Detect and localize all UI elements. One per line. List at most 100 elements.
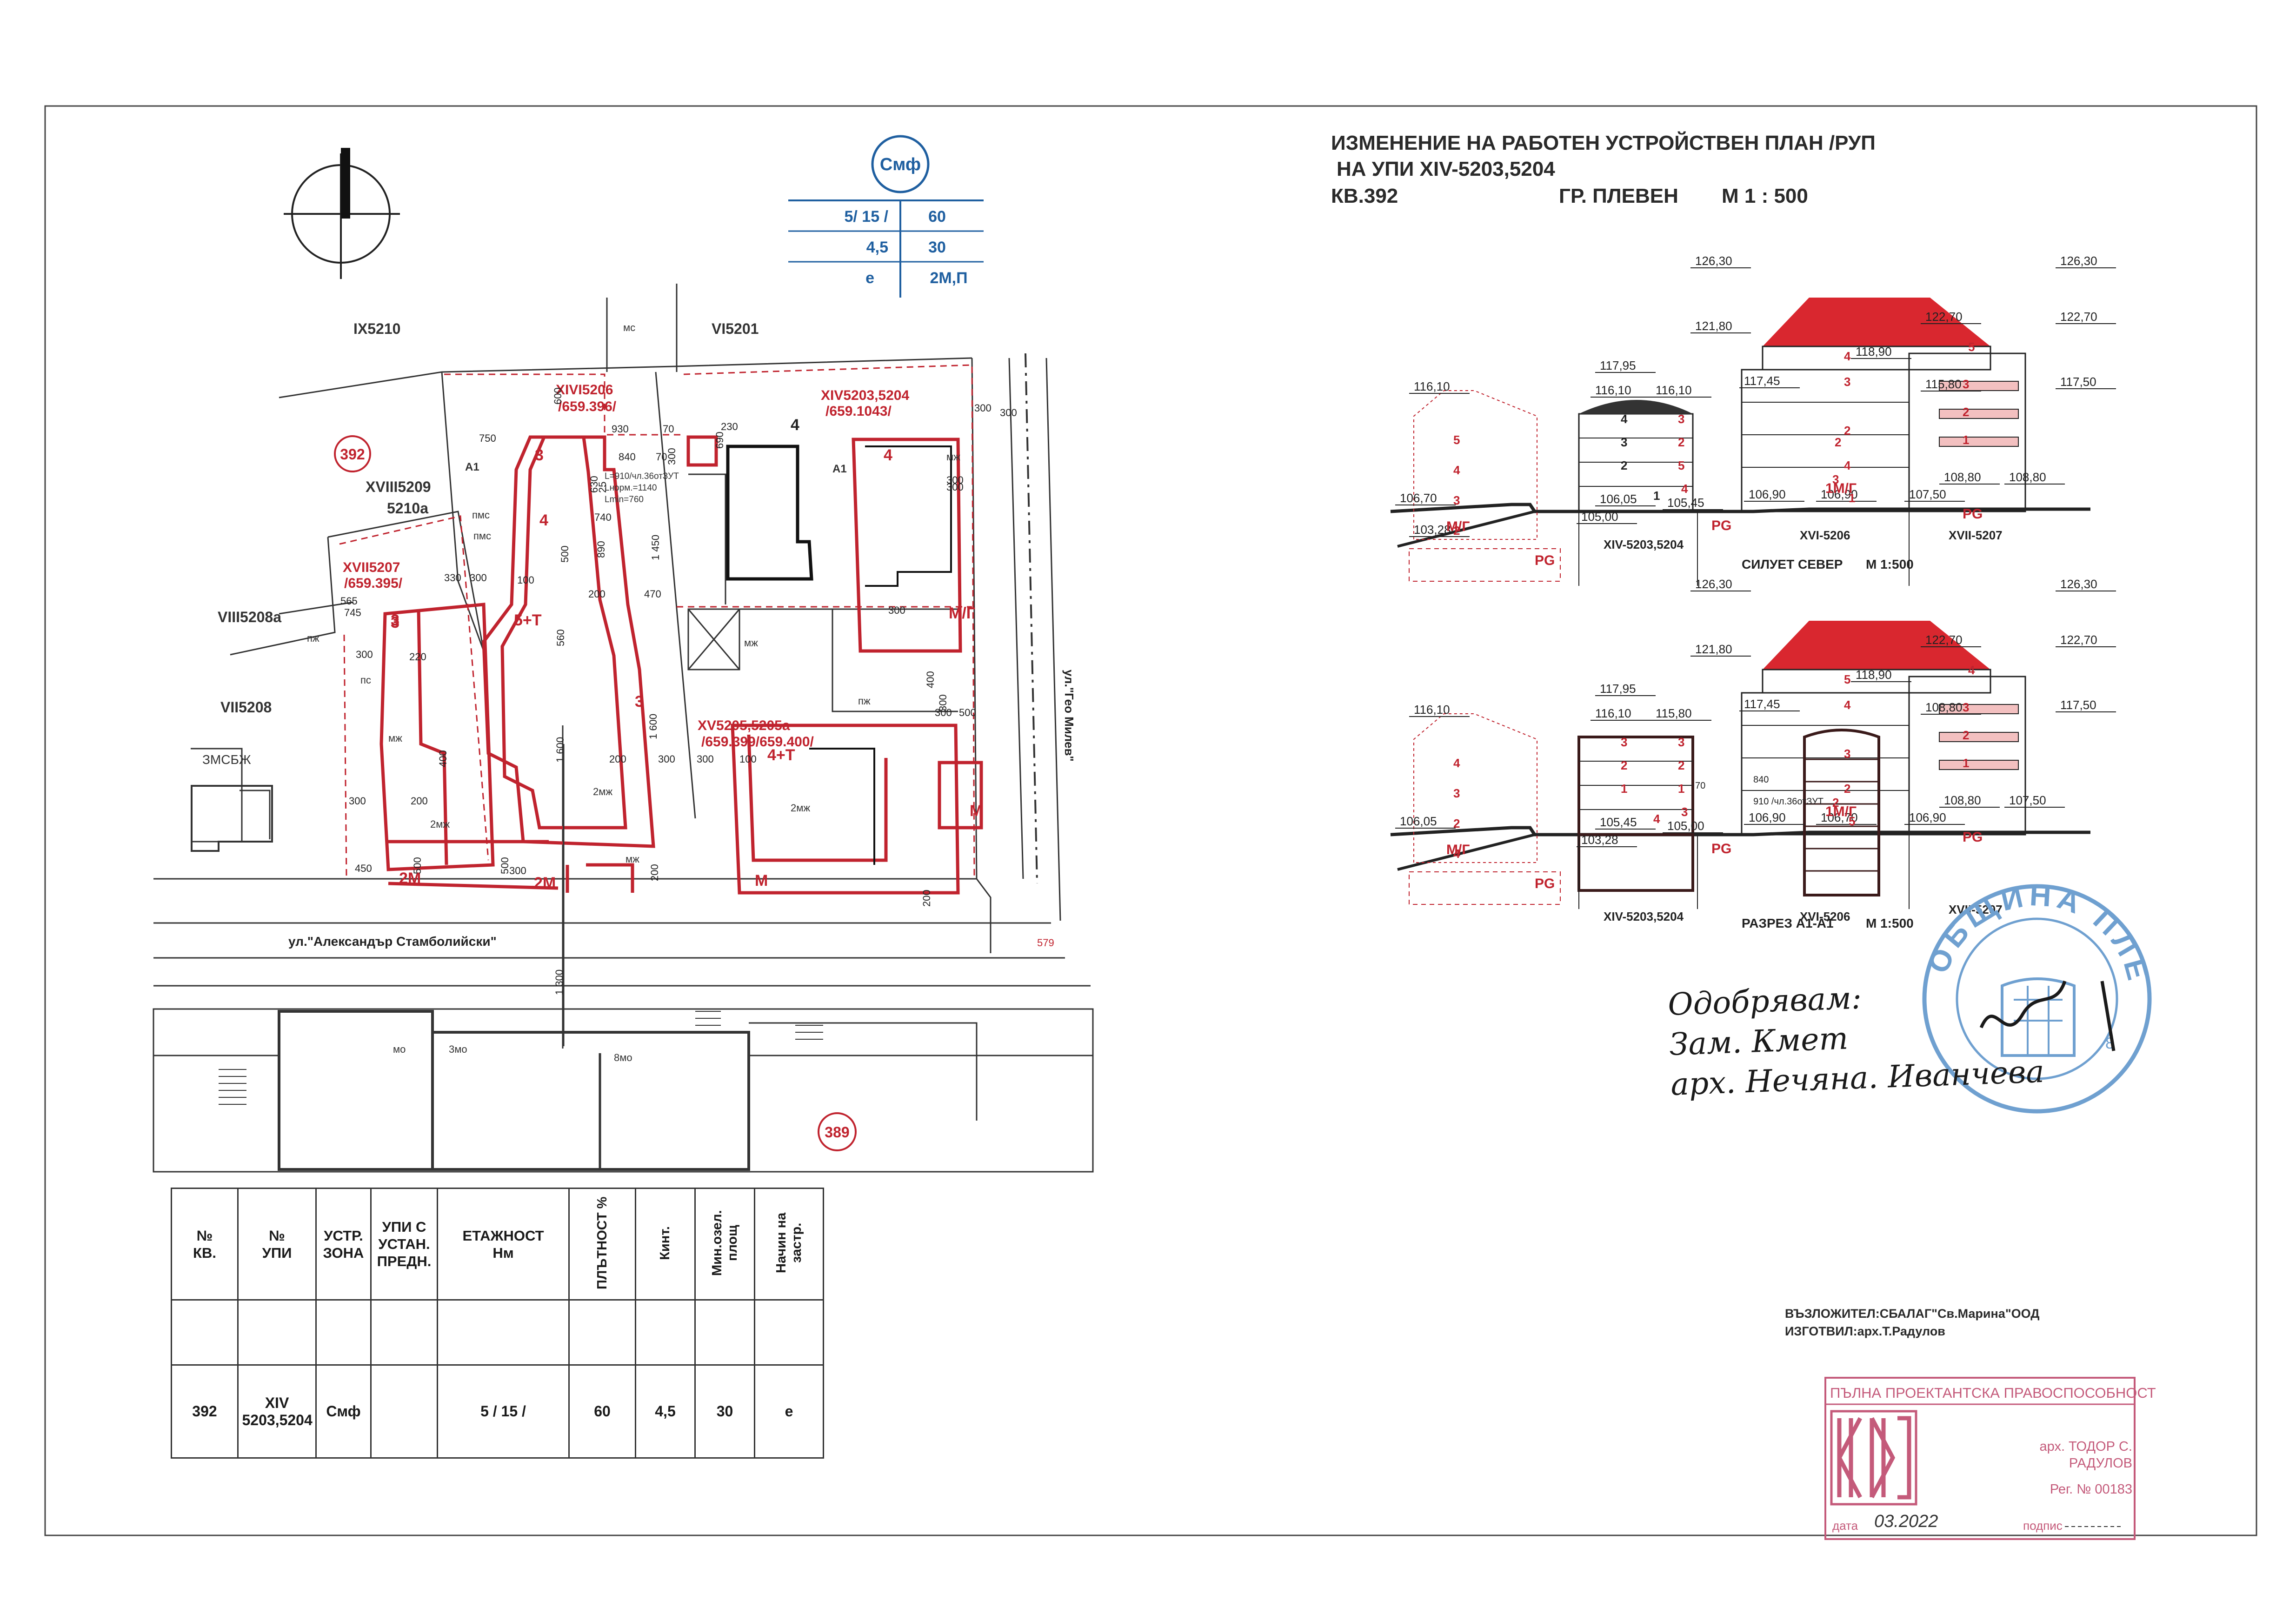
elevation-label: 116,10 <box>1656 383 1692 397</box>
floor-number: 4 <box>1844 458 1851 472</box>
plan-mark: пмс <box>473 530 491 542</box>
elevation-label: 116,10 <box>1595 706 1631 720</box>
zone-tag: 1М/Г <box>1825 804 1857 819</box>
zone-legend-zone: Смф <box>880 155 921 174</box>
elevation-label: 105,00 <box>1581 510 1618 524</box>
plan-note: L=910/чл.36отЗУТ <box>605 471 679 481</box>
elevation-label: 106,70 <box>1400 491 1437 505</box>
floor-label: 3 <box>635 693 644 710</box>
floor-number: 3 <box>1621 735 1627 749</box>
title-line-3: КВ.392 ГР. ПЛЕВЕН М 1 : 500 <box>1331 182 1889 210</box>
zone-legend-cell: 2М,П <box>930 269 967 287</box>
floor-number: 3 <box>1678 735 1684 749</box>
dimension-label: 300 <box>666 448 678 465</box>
table-cell: XIV 5203,5204 <box>242 1394 313 1428</box>
table-cell: 392 <box>171 1364 239 1459</box>
elevation-label: 105,45 <box>1667 496 1704 510</box>
elevation-label: 126,30 <box>1695 577 1732 591</box>
floor-number: 4 <box>1968 663 1975 677</box>
elevation-label: 107,50 <box>1909 487 1946 501</box>
zone-legend-circle <box>871 135 930 193</box>
dimension-label: 200 <box>649 864 660 881</box>
elevation-label: 106,90 <box>1749 810 1786 824</box>
parcel-label: XVI-5206 <box>1800 910 1850 923</box>
title-line-2: НА УПИ XIV-5203,5204 <box>1337 158 1555 180</box>
parcel-label: 5210а <box>387 500 428 517</box>
stamp-reg: Рег. № 00183 <box>2050 1482 2132 1497</box>
elevation-label: 106,70 <box>1821 810 1858 824</box>
plan-mark: 8мо <box>614 1052 632 1063</box>
floor-label: М <box>970 802 983 820</box>
elevation-label: 103,28 <box>1414 523 1451 537</box>
elevation-label: 108,80 <box>2009 470 2046 484</box>
elevation-label: 106,90 <box>1909 810 1946 824</box>
dimension-label: 300 <box>470 572 487 584</box>
block-number-392: 392 <box>334 435 371 472</box>
table-header: УСТР. ЗОНА <box>323 1227 364 1261</box>
elevation-label: 106,05 <box>1600 492 1637 506</box>
floor-number: 4 <box>1453 463 1460 477</box>
section-dimension: 70 <box>1695 781 1705 791</box>
dimension-label: 200 <box>921 890 932 907</box>
site-plan: IX5210 VI5201 XVIII5209 5210а VIII5208а … <box>153 284 1091 1151</box>
floor-number: 2 <box>1844 424 1850 438</box>
zone-tag: М/Г <box>1446 519 1470 534</box>
floor-number: 3 <box>1844 747 1850 761</box>
dimension-label: 300 <box>946 481 964 493</box>
table-header: Кинт. <box>658 1226 672 1260</box>
plan-mark: пж <box>858 695 871 707</box>
zone-tag: М/Г <box>1446 842 1470 857</box>
section-dimension: 910 /чл.36отЗУТ <box>1753 797 1823 807</box>
parcel-label: XIVI5206 <box>556 382 613 398</box>
floor-label: 3 <box>391 611 399 629</box>
elevation-label: 122,70 <box>2060 310 2097 324</box>
floor-number: 5 <box>1968 340 1975 354</box>
author: ИЗГОТВИЛ:арх.Т.Радулов <box>1785 1324 1945 1338</box>
dimension-label: 100 <box>739 753 757 765</box>
parcel-label: /659.1043/ <box>825 404 892 419</box>
floor-number: 4 <box>1844 698 1851 712</box>
stamp-date: 03.2022 <box>1874 1512 1938 1531</box>
zone-tag: PG <box>1711 841 1731 856</box>
zone-tag: 1М/Г <box>1825 481 1857 496</box>
designer-stamp: ПЪЛНА ПРОЕКТАНТСКА ПРАВОСПОСОБНОСТ арх. … <box>1824 1377 2156 1540</box>
dimension-label: 300 <box>356 649 373 660</box>
section-caption: СИЛУЕТ СЕВЕР <box>1742 557 1843 571</box>
elevation-label: 121,80 <box>1695 642 1732 656</box>
signature-mark <box>1979 980 2116 1051</box>
elevation-label: 122,70 <box>1925 633 1963 647</box>
elevation-label: 126,30 <box>2060 577 2097 591</box>
elevation-label: 115,80 <box>1925 377 1962 391</box>
floor-label: 3 <box>535 446 544 464</box>
plan-mark: пмс <box>472 509 490 521</box>
table-header: Начин на застр. <box>773 1212 804 1274</box>
floor-number: 4 <box>1844 349 1851 363</box>
table-header-row: № КВ. № УПИ УСТР. ЗОНА УПИ С УСТАН. ПРЕД… <box>171 1188 824 1301</box>
floor-number: 5 <box>1453 433 1460 447</box>
floor-number: 4 <box>1453 756 1460 770</box>
dimension-label: 200 <box>411 795 428 807</box>
zone-legend-cell: е <box>865 269 874 287</box>
floor-number: 3 <box>1844 375 1850 389</box>
dimension-label: 200 <box>609 753 626 765</box>
stamp-sign-label: подпис <box>2023 1519 2063 1533</box>
plan-mark: пж <box>307 632 319 644</box>
zone-tag: PG <box>1535 876 1555 891</box>
floor-number: 1 <box>1678 782 1684 796</box>
plan-mark: 2мж <box>791 802 810 814</box>
north-arrow-icon <box>284 148 400 279</box>
dimension-label: 300 <box>935 707 952 718</box>
floor-label: 3 <box>391 614 399 631</box>
floor-number: 2 <box>1963 405 1969 419</box>
dimension-label: 70 <box>663 423 674 435</box>
floor-number: 4 <box>1681 482 1688 496</box>
dimension-label: 300 <box>888 604 905 616</box>
elevation-label: 108,80 <box>1944 470 1981 484</box>
dimension-label: 300 <box>946 474 964 486</box>
table-cell: 5 / 15 / <box>437 1364 570 1459</box>
elevation-label: 106,05 <box>1400 814 1437 828</box>
dimension-label: 230 <box>721 421 738 432</box>
